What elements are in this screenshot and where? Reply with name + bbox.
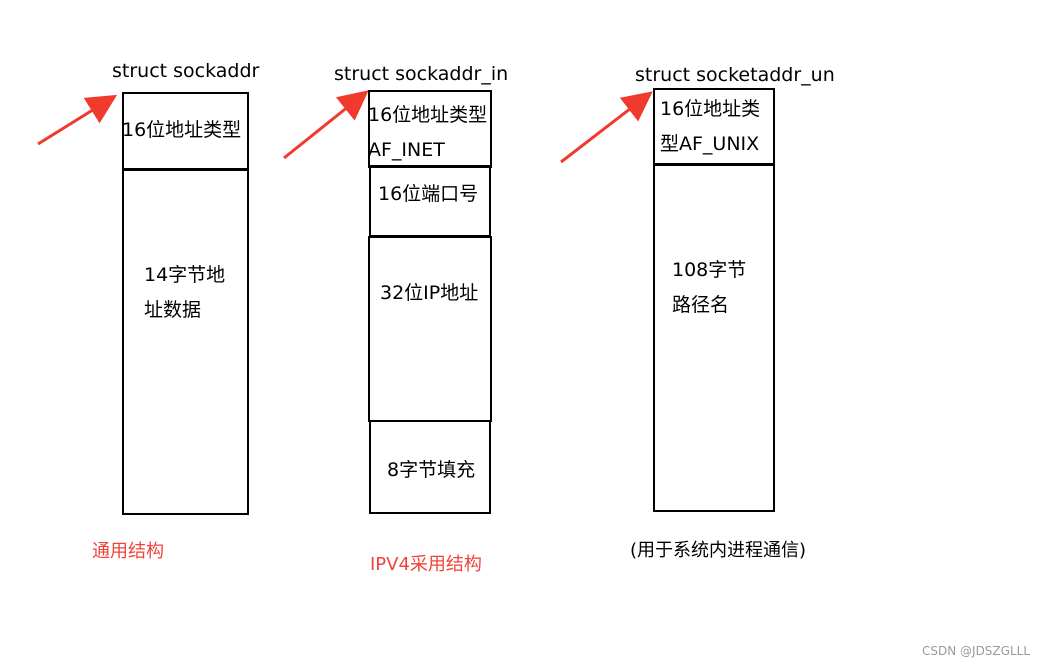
field-text: 108字节 <box>672 259 747 281</box>
watermark: CSDN @JDSZGLLL <box>922 644 1030 658</box>
field-box-sockaddr-in-addr <box>368 236 492 422</box>
field-text: 8字节填充 <box>387 459 476 481</box>
field-box-socketaddr-un-family <box>653 88 775 166</box>
field-box-socketaddr-un-path <box>653 163 775 512</box>
field-text: AF_INET <box>368 139 445 161</box>
struct-title-sockaddr: struct sockaddr <box>112 60 260 82</box>
field-text: 14字节地 <box>144 264 226 286</box>
struct-title-socketaddr-un: struct socketaddr_un <box>635 64 835 86</box>
field-box-sockaddr-data <box>122 168 249 515</box>
field-text: 16位地址类型 <box>368 104 488 126</box>
field-text: 址数据 <box>144 299 202 321</box>
field-text: 16位地址类型 <box>122 119 242 141</box>
arrow-2 <box>283 90 369 160</box>
field-box-sockaddr-in-family <box>368 90 492 168</box>
struct-title-sockaddr-in: struct sockaddr_in <box>334 63 509 85</box>
field-text: 16位端口号 <box>378 183 479 205</box>
arrow-1 <box>37 94 118 146</box>
arrow-3 <box>560 91 653 164</box>
field-box-sockaddr-family <box>122 92 249 171</box>
caption-ipv4: IPV4采用结构 <box>370 554 482 575</box>
field-text: 路径名 <box>672 294 730 316</box>
field-text: 32位IP地址 <box>380 282 479 304</box>
caption-generic: 通用结构 <box>92 541 164 562</box>
field-text: 型AF_UNIX <box>660 133 760 155</box>
caption-unix-domain: (用于系统内进程通信) <box>630 540 807 561</box>
field-text: 16位地址类 <box>660 98 761 120</box>
field-box-sockaddr-in-padding <box>369 420 491 514</box>
